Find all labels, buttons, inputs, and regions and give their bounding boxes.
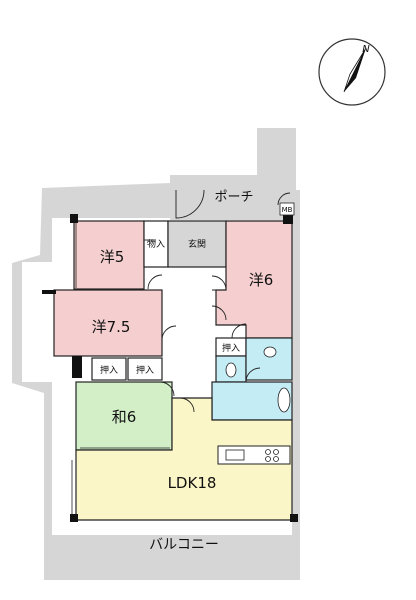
room-western-7-5: [53, 289, 163, 357]
door-swing: [175, 189, 205, 219]
stove-burner-icon: [265, 449, 271, 455]
compass-needle-light-icon: [343, 47, 367, 93]
rooms: [53, 220, 293, 521]
room-japanese-6: [75, 381, 173, 451]
door-swing: [161, 325, 177, 341]
toilet-icon: [225, 362, 237, 378]
sink-icon: [225, 449, 245, 461]
label-western-5: 洋5: [100, 248, 125, 266]
room-closet-a: [91, 357, 127, 381]
label-western-7-5: 洋7.5: [92, 318, 131, 336]
walls: [42, 214, 298, 522]
porch-upper: [257, 128, 296, 188]
door-swing: [231, 323, 247, 339]
label-closet-c: 押入: [222, 342, 240, 354]
room-washroom: [245, 337, 293, 381]
label-storage: 物入: [147, 238, 165, 250]
room-labels: 洋5 物入 玄関 ポーチ 洋6 洋7.5 押入 押入 押入 和6 LDK18 バ…: [92, 190, 293, 553]
label-ldk: LDK18: [168, 474, 217, 492]
column: [70, 514, 78, 522]
column: [72, 356, 82, 378]
label-closet-a: 押入: [100, 364, 118, 376]
door-swing: [245, 367, 261, 383]
compass-label: N: [362, 44, 370, 55]
column: [70, 214, 78, 223]
door-swing: [211, 275, 227, 291]
bathtub-icon: [277, 387, 291, 413]
door-swing: [147, 274, 163, 290]
wash-basin-icon: [263, 346, 277, 358]
room-closet-b: [127, 357, 163, 381]
compass: N: [318, 38, 386, 106]
label-meter-box: MB: [282, 206, 293, 214]
room-toilet: [215, 355, 247, 383]
door-swing: [179, 397, 195, 413]
label-porch: ポーチ: [214, 190, 253, 205]
stove-burner-icon: [273, 456, 279, 462]
label-western-6: 洋6: [249, 271, 274, 289]
windows: [53, 222, 290, 521]
door-swing: [211, 305, 227, 321]
column: [283, 214, 293, 224]
label-closet-b: 押入: [136, 364, 154, 376]
fixtures: [217, 346, 291, 465]
column: [290, 514, 298, 522]
label-japanese-6: 和6: [112, 408, 137, 426]
door-swing: [277, 192, 291, 206]
stove-burner-icon: [265, 456, 271, 462]
doors: [144, 189, 291, 413]
column: [42, 290, 56, 294]
meter-box: [279, 202, 295, 216]
door-swing: [159, 381, 175, 397]
stove-burner-icon: [273, 449, 279, 455]
label-balcony: バルコニー: [149, 537, 219, 553]
label-entrance: 玄関: [188, 238, 206, 250]
